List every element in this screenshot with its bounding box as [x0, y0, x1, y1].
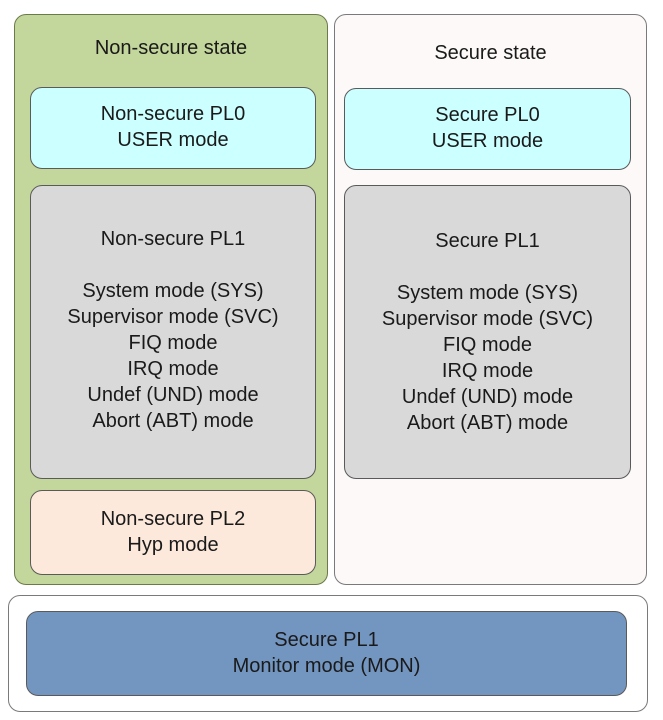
- nonsecure-mode-und: Undef (UND) mode: [87, 384, 259, 406]
- monitor-panel: Secure PL1 Monitor mode (MON): [8, 595, 648, 712]
- secure-mode-sys: System mode (SYS): [396, 282, 579, 304]
- secure-pl0-label: Secure PL0: [435, 104, 540, 126]
- monitor-mode-box: Secure PL1 Monitor mode (MON): [26, 611, 627, 696]
- nonsecure-pl1-box: Non-secure PL1 System mode (SYS) Supervi…: [30, 185, 316, 479]
- nonsecure-mode-sys: System mode (SYS): [82, 280, 264, 302]
- nonsecure-mode-svc: Supervisor mode (SVC): [67, 306, 279, 328]
- secure-pl0-mode: USER mode: [431, 130, 544, 152]
- nonsecure-mode-irq: IRQ mode: [127, 358, 219, 380]
- secure-pl1-box: Secure PL1 System mode (SYS) Supervisor …: [344, 185, 631, 479]
- secure-pl1-heading: Secure PL1: [435, 230, 540, 252]
- nonsecure-state-title: Non-secure state: [94, 37, 248, 59]
- nonsecure-mode-fiq: FIQ mode: [128, 332, 218, 354]
- nonsecure-pl0-box: Non-secure PL0 USER mode: [30, 87, 316, 169]
- secure-mode-svc: Supervisor mode (SVC): [381, 308, 594, 330]
- nonsecure-pl2-mode: Hyp mode: [127, 534, 219, 556]
- secure-mode-fiq: FIQ mode: [443, 334, 532, 356]
- nonsecure-pl0-mode: USER mode: [117, 129, 229, 151]
- secure-pl0-box: Secure PL0 USER mode: [344, 88, 631, 170]
- nonsecure-pl2-box: Non-secure PL2 Hyp mode: [30, 490, 316, 575]
- nonsecure-pl0-label: Non-secure PL0: [100, 103, 246, 125]
- secure-mode-irq: IRQ mode: [441, 360, 534, 382]
- nonsecure-pl2-label: Non-secure PL2: [100, 508, 246, 530]
- secure-state-panel: Secure state Secure PL0 USER mode Secure…: [334, 14, 647, 585]
- nonsecure-mode-abt: Abort (ABT) mode: [92, 410, 254, 432]
- nonsecure-pl1-heading: Non-secure PL1: [100, 228, 246, 250]
- nonsecure-state-panel: Non-secure state Non-secure PL0 USER mod…: [14, 14, 328, 585]
- secure-mode-und: Undef (UND) mode: [401, 386, 574, 408]
- monitor-mode-label: Monitor mode (MON): [232, 655, 421, 677]
- monitor-pl-label: Secure PL1: [274, 629, 379, 651]
- secure-mode-abt: Abort (ABT) mode: [406, 412, 569, 434]
- secure-state-title: Secure state: [434, 42, 547, 64]
